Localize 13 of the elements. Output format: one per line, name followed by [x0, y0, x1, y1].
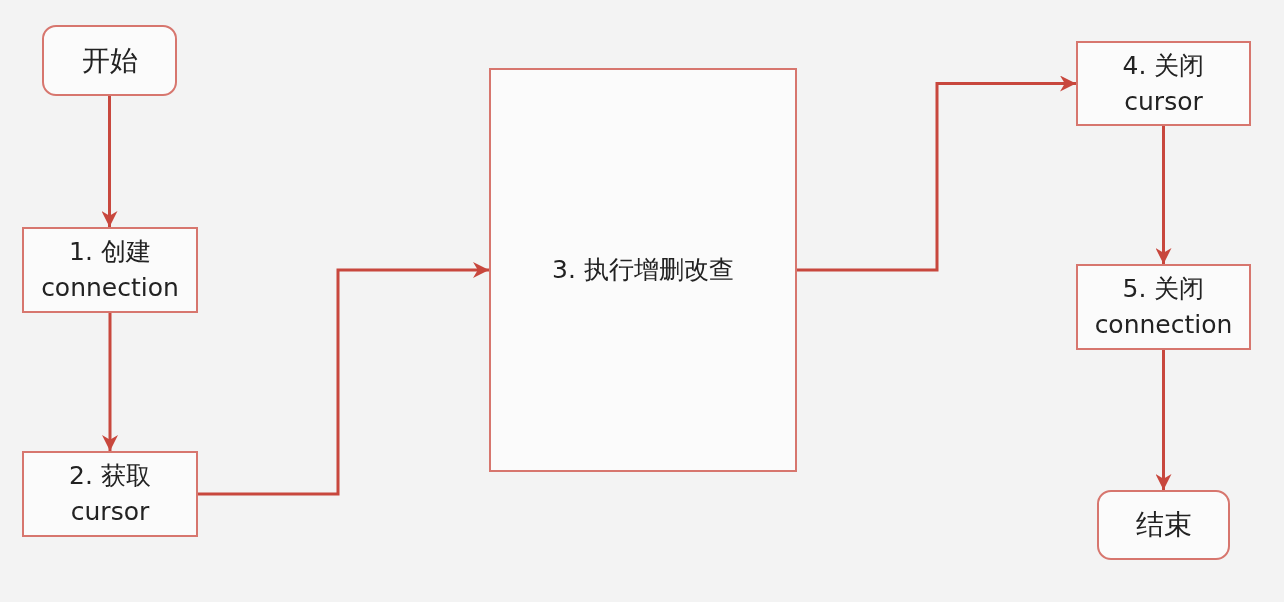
process-box: 3. 执行增删改查 — [489, 68, 797, 472]
terminal-box: 结束 — [1097, 490, 1230, 560]
arrow — [198, 262, 489, 496]
arrow — [102, 313, 118, 451]
process-box: 4. 关闭 cursor — [1076, 41, 1251, 126]
process-box: 5. 关闭 connection — [1076, 264, 1251, 350]
arrow — [1155, 350, 1172, 490]
arrow — [101, 96, 118, 227]
arrow — [1155, 126, 1172, 264]
arrow — [797, 75, 1076, 272]
process-box: 1. 创建 connection — [22, 227, 198, 313]
process-box: 2. 获取 cursor — [22, 451, 198, 537]
terminal-box: 开始 — [42, 25, 177, 96]
